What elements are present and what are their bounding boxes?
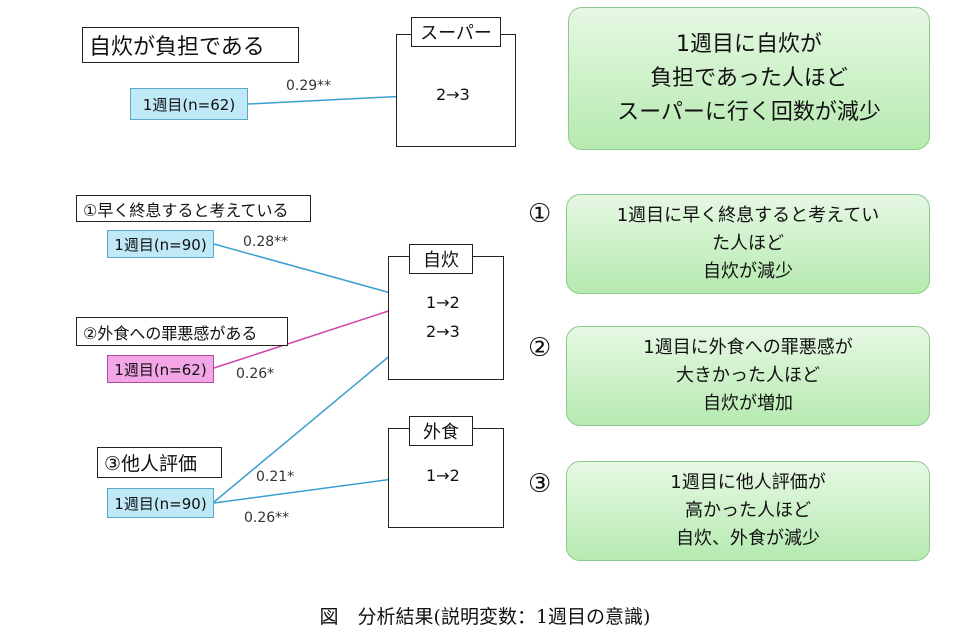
coef-2: 0.26* [236,366,275,382]
outcome-value-super: 2→3 [436,85,470,104]
outcome-value-jisui-2: 2→3 [426,322,460,341]
summary-text-2: 1週目に外食への罪悪感が 大きかった人ほど 自炊が増加 [643,337,853,414]
outcome-value-gaishoku-1: 1→2 [426,466,460,485]
summary-number-3: ③ [528,469,552,499]
coef-3b: 0.26** [244,510,290,526]
predictor-box-3: 1週目(n=90) [107,488,214,518]
arrow-factor3-gaishoku [213,471,418,504]
factor-label-3: ③他人評価 [97,447,222,478]
figure-caption: 図 分析結果(説明変数：1週目の意識) [319,606,651,628]
outcome-title-gaishoku: 外食 [409,416,473,446]
summary-box-3: 1週目に他人評価が 高かった人ほど 自炊、外食が減少 [566,461,930,561]
outcome-title-super: スーパー [411,17,501,47]
predictor-box-1: 1週目(n=90) [107,230,214,258]
arrow-factor1 [213,243,418,303]
factor-label-2: ②外食への罪悪感がある [76,317,288,346]
outcome-title-jisui: 自炊 [409,244,473,274]
summary-number-2: ② [528,333,552,363]
coef-3a: 0.21* [256,469,295,485]
predictor-box-top: 1週目(n=62) [130,88,248,120]
coef-1: 0.28** [243,234,289,250]
summary-number-1: ① [528,199,552,229]
factor-label-1: ①早く終息すると考えている [76,195,311,222]
predictor-box-2: 1週目(n=62) [107,355,214,383]
summary-text-1: 1週目に早く終息すると考えてい た人ほど 自炊が減少 [616,205,880,282]
coef-top: 0.29** [286,78,332,94]
arrow-factor3-jisui [213,333,418,503]
factor-label-top: 自炊が負担である [82,27,299,63]
outcome-value-jisui-1: 1→2 [426,293,460,312]
summary-text-3: 1週目に他人評価が 高かった人ほど 自炊、外食が減少 [670,472,826,549]
outcome-box-super [396,34,516,147]
summary-box-top: 1週目に自炊が 負担であった人ほど スーパーに行く回数が減少 [568,7,930,150]
summary-text-top: 1週目に自炊が 負担であった人ほど スーパーに行く回数が減少 [617,31,881,125]
summary-box-2: 1週目に外食への罪悪感が 大きかった人ほど 自炊が増加 [566,326,930,426]
outcome-box-jisui [388,256,504,380]
summary-box-1: 1週目に早く終息すると考えてい た人ほど 自炊が減少 [566,194,930,294]
arrow-factor2 [213,299,418,369]
